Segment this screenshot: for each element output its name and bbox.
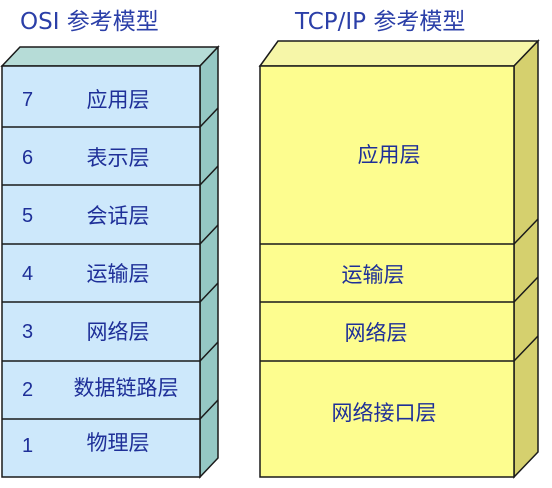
osi-layer-name: 网络层	[87, 320, 150, 344]
osi-layer-2: 2 数据链路层	[22, 376, 179, 401]
tcpip-layer-network: 网络层	[345, 321, 408, 345]
osi-model-title: OSI 参考模型	[20, 9, 159, 35]
tcpip-layer-application: 应用层	[358, 143, 421, 167]
tcpip-side-face	[513, 39, 539, 479]
osi-layer-4: 4 运输层	[22, 262, 150, 286]
tcpip-model-title: TCP/IP 参考模型	[294, 9, 465, 35]
tcpip-layer-network-interface: 网络接口层	[332, 401, 437, 425]
osi-layer-name: 运输层	[87, 262, 150, 286]
tcpip-layer-dividers	[260, 218, 539, 362]
tcpip-front-face	[259, 65, 515, 478]
osi-layer-name: 应用层	[87, 88, 150, 112]
tcpip-layer-transport: 运输层	[342, 263, 405, 287]
tcpip-top-face	[258, 40, 540, 67]
osi-layer-dividers	[2, 107, 219, 420]
osi-layer-name: 物理层	[87, 431, 150, 455]
tcpip-stack: 应用层 运输层 网络层 网络接口层	[258, 39, 540, 479]
osi-layer-number: 5	[22, 205, 33, 227]
osi-layer-number: 7	[22, 89, 33, 111]
osi-layer-number: 2	[22, 379, 33, 401]
osi-top-face	[0, 46, 220, 67]
osi-stack: 7 应用层 6 表示层 5 会话层 4 运输层 3 网络层 2 数据链路层 1 …	[0, 45, 220, 479]
osi-layer-5: 5 会话层	[22, 204, 150, 228]
osi-layer-number: 3	[22, 321, 33, 343]
osi-layer-6: 6 表示层	[22, 146, 150, 170]
osi-layer-name: 会话层	[87, 204, 150, 228]
osi-layer-1: 1 物理层	[22, 431, 150, 457]
osi-front-face	[1, 65, 201, 478]
osi-layer-name: 表示层	[87, 146, 150, 170]
osi-layer-number: 6	[22, 147, 33, 169]
osi-layer-name: 数据链路层	[74, 376, 179, 400]
osi-layer-7: 7 应用层	[22, 88, 150, 112]
osi-layer-3: 3 网络层	[22, 320, 150, 344]
osi-layer-number: 1	[22, 435, 33, 457]
osi-layer-number: 4	[22, 263, 33, 285]
